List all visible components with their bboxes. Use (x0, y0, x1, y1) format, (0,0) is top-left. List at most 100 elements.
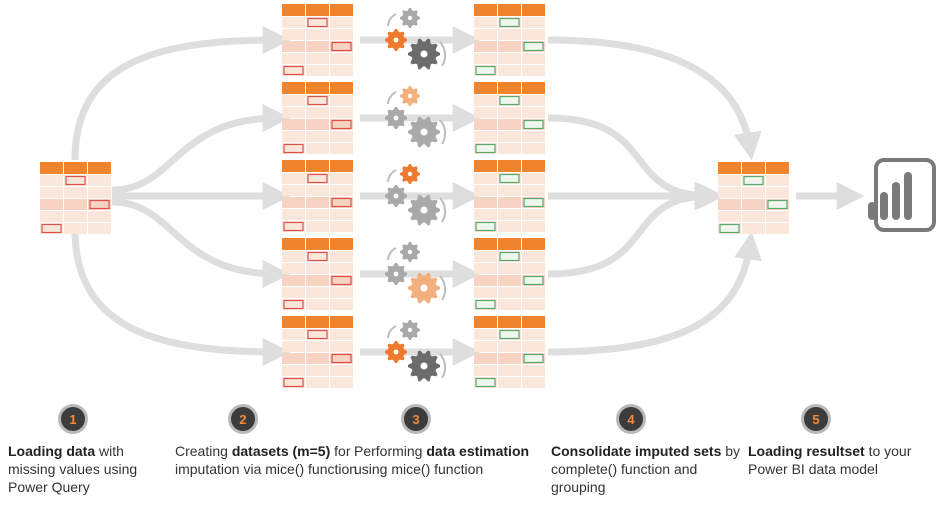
motion-arc (439, 197, 447, 223)
gear-icon (408, 194, 440, 226)
motion-arc (439, 353, 447, 379)
table-icon (40, 162, 111, 234)
step-number-badge: 2 (228, 404, 258, 434)
gear-icon (385, 263, 407, 285)
cell-highlight (283, 143, 304, 154)
flow-arrow (547, 114, 723, 210)
gear-icon (408, 272, 440, 304)
caption-emphasis: datasets (m=5) (231, 443, 331, 459)
cell-highlight (283, 377, 304, 388)
flow-arrow (547, 231, 762, 356)
step-number-badge: 1 (58, 404, 88, 434)
cell-highlight (65, 175, 86, 186)
step-caption: Consolidate imputed sets by complete() f… (551, 442, 741, 496)
cell-highlight (523, 119, 544, 130)
caption-text: with missing values using Power Query (8, 443, 138, 495)
cell-highlight (331, 275, 352, 286)
gear-icon (408, 38, 440, 70)
motion-arc (387, 169, 397, 183)
cell-highlight (475, 143, 496, 154)
cell-highlight (719, 223, 740, 234)
cell-highlight (523, 275, 544, 286)
flow-arrow (111, 104, 291, 194)
cell-highlight (475, 65, 496, 76)
power-bi-icon (868, 158, 936, 232)
cell-highlight (307, 95, 328, 106)
step-caption: Creating datasets (m=5) for imputation v… (175, 442, 365, 478)
motion-arc (387, 247, 397, 261)
step-caption: Loading data with missing values using P… (8, 442, 158, 496)
gear-icon (408, 116, 440, 148)
cell-highlight (307, 251, 328, 262)
cell-highlight (331, 41, 352, 52)
cell-highlight (89, 199, 110, 210)
table-icon (282, 82, 353, 154)
table-icon (282, 238, 353, 310)
cell-highlight (475, 299, 496, 310)
cell-highlight (499, 251, 520, 262)
cell-highlight (475, 377, 496, 388)
cell-highlight (283, 221, 304, 232)
gear-icon (400, 86, 420, 106)
caption-text: Creating (175, 443, 232, 459)
table-icon (474, 82, 545, 154)
caption-text: for imputation via mice() function (175, 443, 358, 477)
step-number-badge: 5 (801, 404, 831, 434)
cell-highlight (499, 173, 520, 184)
gear-icon (400, 164, 420, 184)
cell-highlight (767, 199, 788, 210)
cell-highlight (307, 329, 328, 340)
motion-arc (387, 91, 397, 105)
flow-arrow (547, 36, 762, 161)
gear-icon (385, 185, 407, 207)
table-icon (474, 316, 545, 388)
gear-icon (400, 320, 420, 340)
step-number-badge: 4 (616, 404, 646, 434)
caption-text: using mice() function (354, 461, 484, 477)
gear-icon (385, 29, 407, 51)
step-number-badge: 3 (401, 404, 431, 434)
gear-icon (400, 8, 420, 28)
cell-highlight (331, 119, 352, 130)
caption-text: to your Power BI data model (748, 443, 912, 477)
cell-highlight (499, 329, 520, 340)
gear-icon (385, 341, 407, 363)
table-icon (282, 160, 353, 232)
motion-arc (387, 325, 397, 339)
cell-highlight (41, 223, 62, 234)
table-icon (718, 162, 789, 234)
table-icon (474, 160, 545, 232)
cell-highlight (523, 197, 544, 208)
caption-emphasis: Loading data (8, 443, 96, 459)
caption-emphasis: data estimation (426, 443, 530, 459)
gear-icon (400, 242, 420, 262)
cell-highlight (743, 175, 764, 186)
table-icon (474, 238, 545, 310)
motion-arc (439, 119, 447, 145)
flow-arrow (71, 26, 291, 161)
table-icon (282, 316, 353, 388)
motion-arc (439, 275, 447, 301)
flow-arrow (547, 182, 723, 278)
gear-icon (385, 107, 407, 129)
caption-emphasis: Consolidate imputed sets (551, 443, 722, 459)
cell-highlight (283, 299, 304, 310)
cell-highlight (283, 65, 304, 76)
cell-highlight (307, 173, 328, 184)
cell-highlight (523, 41, 544, 52)
table-icon (282, 4, 353, 76)
step-caption: Loading resultset to your Power BI data … (748, 442, 938, 478)
cell-highlight (499, 17, 520, 28)
cell-highlight (331, 197, 352, 208)
imputation-workflow-diagram (40, 4, 936, 388)
flow-arrow (111, 198, 291, 288)
caption-text: Performing (354, 443, 427, 459)
cell-highlight (499, 95, 520, 106)
gear-icon (408, 350, 440, 382)
cell-highlight (523, 353, 544, 364)
motion-arc (439, 41, 447, 67)
flow-arrow (71, 229, 291, 366)
caption-emphasis: Loading resultset (748, 443, 865, 459)
step-caption: Performing data estimation using mice() … (354, 442, 544, 478)
caption-text: by complete() function and grouping (551, 443, 741, 495)
